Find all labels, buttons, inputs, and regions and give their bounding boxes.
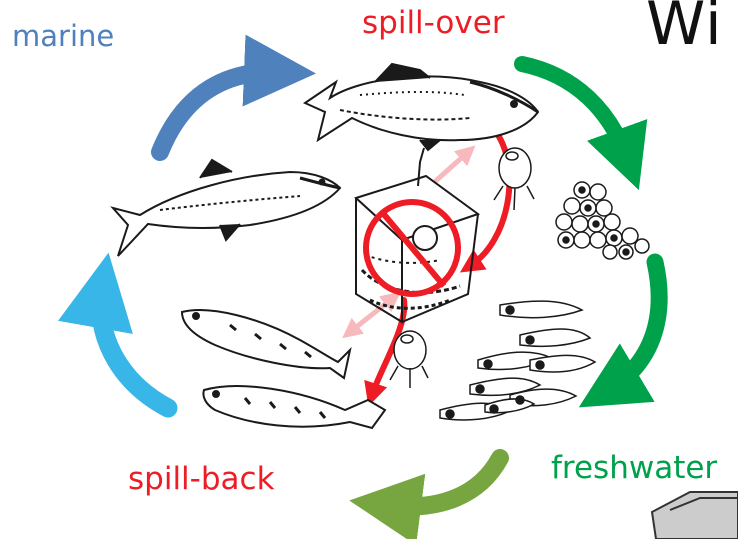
spill-back-label: spill-back <box>128 464 275 495</box>
sea-louse-upper <box>494 148 534 210</box>
freshwater-to-spill-back-arrow <box>385 458 500 507</box>
salmon-marine <box>113 160 340 256</box>
partial-boat-sketch <box>652 492 738 539</box>
salmon-eggs <box>556 182 649 259</box>
marine-arrow <box>160 72 280 152</box>
spill-back-to-marine-arrow <box>101 290 168 408</box>
marine-label: marine <box>12 22 114 51</box>
eggs-to-alevins-arrow <box>608 262 659 390</box>
title-fragment: Wi <box>646 0 723 54</box>
salmon-alevins <box>440 301 595 420</box>
spill-over-label: spill-over <box>362 8 505 39</box>
adult-salmon-spawning <box>305 64 538 150</box>
freshwater-label: freshwater <box>551 453 717 484</box>
